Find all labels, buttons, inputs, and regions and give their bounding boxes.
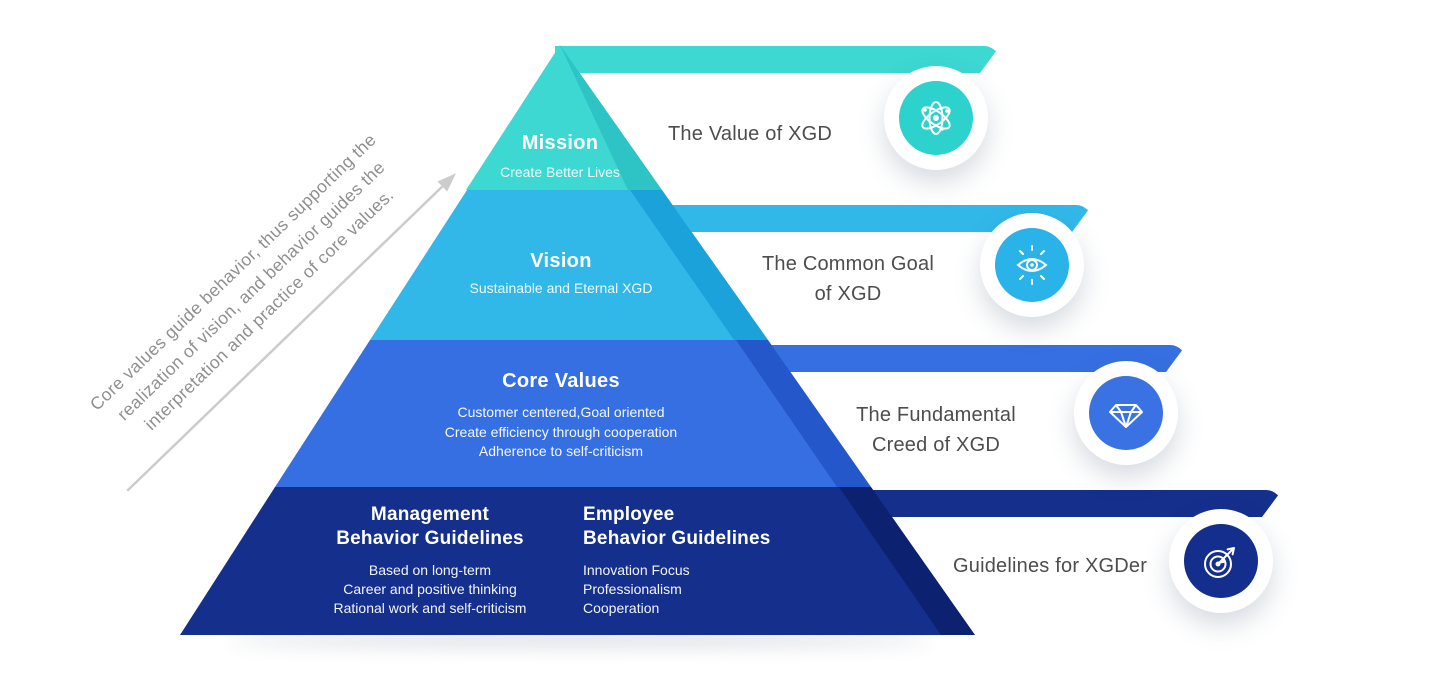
employee-title-line-1: Employee: [583, 504, 675, 525]
core-values-label-line-1: The Fundamental: [856, 404, 1016, 426]
employee-guidelines-block: Employee Behavior Guidelines Innovation …: [583, 503, 833, 618]
core-values-text-block: Core Values Customer centered,Goal orien…: [411, 368, 711, 462]
employee-item-3: Cooperation: [583, 600, 660, 616]
atom-icon: [899, 81, 973, 155]
vision-badge: [980, 213, 1084, 317]
eye-icon: [995, 228, 1069, 302]
mission-text-block: Mission Create Better Lives: [460, 130, 660, 181]
annotation-block: Core values guide behavior, thus support…: [44, 89, 476, 511]
management-guidelines-block: Management Behavior Guidelines Based on …: [300, 503, 560, 618]
management-title-line-2: Behavior Guidelines: [336, 528, 524, 549]
mission-label: The Value of XGD: [668, 123, 833, 145]
management-item-3: Rational work and self-criticism: [333, 600, 527, 616]
guidelines-badge: [1169, 509, 1273, 613]
vision-label-line-1: The Common Goal: [762, 253, 934, 275]
vision-title: Vision: [530, 250, 592, 272]
guidelines-label: Guidelines for XGDer: [953, 555, 1148, 577]
core-values-item-1: Customer centered,Goal oriented: [457, 404, 665, 420]
diamond-icon: [1089, 376, 1163, 450]
core-values-label-line-2: Creed of XGD: [871, 434, 1000, 456]
management-item-2: Career and positive thinking: [343, 581, 517, 597]
core-values-badge: [1074, 361, 1178, 465]
mission-subtitle: Create Better Lives: [500, 164, 620, 180]
vision-label: The Common Goal of XGD: [758, 249, 938, 309]
employee-item-1: Innovation Focus: [583, 562, 690, 578]
up-right-arrow-icon: [126, 173, 456, 492]
core-values-title: Core Values: [502, 370, 620, 392]
management-title-line-1: Management: [370, 504, 490, 525]
core-values-label: The Fundamental Creed of XGD: [846, 400, 1026, 460]
mission-title: Mission: [521, 132, 599, 154]
employee-title-line-2: Behavior Guidelines: [583, 528, 771, 549]
mission-badge: [884, 66, 988, 170]
employee-item-2: Professionalism: [583, 581, 682, 597]
management-item-1: Based on long-term: [368, 562, 492, 578]
target-icon: [1184, 524, 1258, 598]
vision-label-line-2: of XGD: [814, 283, 882, 305]
pyramid-level-guidelines: [180, 487, 975, 635]
core-values-item-3: Adherence to self-criticism: [478, 443, 644, 459]
vision-text-block: Vision Sustainable and Eternal XGD: [431, 248, 691, 297]
annotation-line-1: Core values guide behavior, thus support…: [85, 129, 380, 415]
core-values-item-2: Create efficiency through cooperation: [444, 423, 678, 440]
pyramid-level-core-values: [275, 340, 871, 487]
vision-subtitle: Sustainable and Eternal XGD: [469, 280, 653, 296]
